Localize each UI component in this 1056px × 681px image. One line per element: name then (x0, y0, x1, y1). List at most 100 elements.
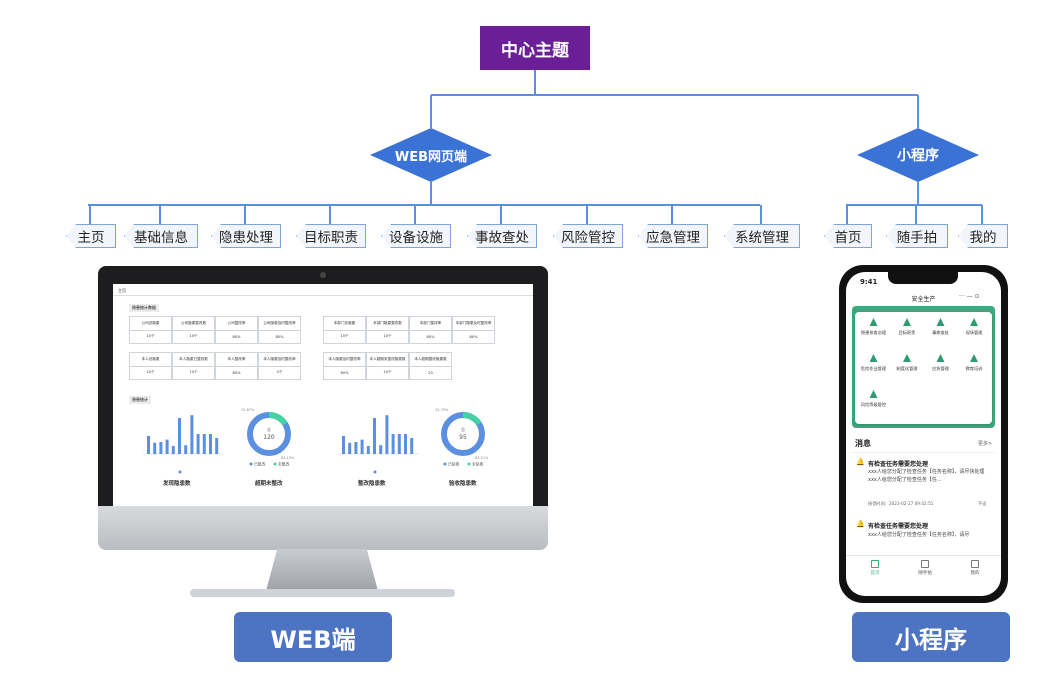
module-icon (869, 318, 878, 326)
bar-mark (366, 446, 370, 454)
bar-mark (202, 434, 206, 454)
bar-mark (209, 434, 212, 454)
web-item-2[interactable]: 隐患处理 (211, 224, 281, 248)
module-icon (970, 318, 978, 326)
module-icon (869, 354, 878, 362)
monitor-stand (266, 549, 378, 591)
grid-label: 危险作业管理 (860, 366, 887, 371)
bar-mark (379, 445, 383, 454)
grid-entry[interactable]: 制度化管理 (891, 354, 924, 386)
grid-label: 风险等级管控 (860, 402, 887, 407)
bell-icon: 🔔 (856, 520, 865, 528)
grid-label: 教育培训 (965, 366, 983, 371)
grid-entry[interactable]: 应急管理 (924, 354, 957, 386)
message-card-1[interactable]: 🔔 有检查任务需要您处理 xxx人给您分配了检查任务【任务名称】，请尽快处理xx… (852, 452, 995, 517)
section-title-2: 隐患统计 (129, 396, 151, 404)
tabbar-item-2[interactable]: 我的 (956, 560, 994, 576)
grid-entry[interactable]: 现场管理 (958, 318, 991, 350)
grid-label: 事故查处 (932, 330, 949, 335)
web-item-4[interactable]: 设备设施 (381, 224, 451, 248)
bell-icon: 🔔 (856, 458, 865, 466)
grid-entry[interactable]: 事故查处 (924, 318, 957, 350)
tab-icon (971, 560, 979, 568)
donut-pct: 84.21% (475, 456, 489, 460)
donut-pct: 15.87% (241, 408, 255, 412)
grid-entry[interactable]: 目标职责 (891, 318, 924, 350)
grid-label: 隐患排查治理 (860, 330, 887, 335)
web-branch-diamond (370, 128, 492, 182)
bar-mark (196, 434, 200, 454)
grid-entry[interactable]: 风险等级管控 (857, 390, 890, 422)
web-item-5[interactable]: 事故查处 (467, 224, 537, 248)
tabbar-item-1[interactable]: 随手拍 (906, 560, 944, 576)
tab-icon (921, 560, 929, 568)
chart-title: 整改隐患数 (358, 479, 386, 487)
web-item-6[interactable]: 风险管控 (553, 224, 623, 248)
tab-icon (871, 560, 879, 568)
bar-mark (178, 418, 181, 454)
mini-branch-diamond (857, 128, 979, 182)
legend-dot (467, 462, 471, 466)
more-link[interactable]: 更多> (978, 441, 993, 447)
mini-item-1[interactable]: 随手拍 (886, 224, 948, 248)
web-item-8[interactable]: 系统管理 (724, 224, 800, 248)
bar-mark (171, 446, 175, 454)
web-item-7[interactable]: 应急管理 (638, 224, 708, 248)
donut-center-label: 总 (267, 426, 271, 432)
bar-mark (373, 418, 376, 454)
donut-slice (268, 412, 288, 426)
donut-center-label: 总 (461, 426, 465, 432)
mini-label: 小程序 (852, 612, 1010, 662)
legend-dot (373, 470, 377, 474)
bar-mark (348, 442, 352, 454)
bar-mark (159, 442, 163, 454)
app-title: 安全生产 (911, 296, 936, 303)
tab-label: 首页 (870, 571, 880, 576)
web-item-0[interactable]: 主页 (66, 224, 116, 248)
legend-label: 已整改 (254, 462, 266, 467)
donut-pct: 15.79% (435, 408, 449, 412)
message-card-2[interactable]: 🔔 有检查任务需要您处理 xxx人给您分配了检查任务【任务名称】，请尽 (852, 516, 995, 550)
web-branch-title[interactable]: WEB网页端 (394, 149, 468, 165)
message-title: 有检查任务需要您处理 (868, 523, 929, 530)
bar-mark (360, 439, 364, 454)
bar-mark (397, 434, 401, 454)
chart-title: 超期未整改 (254, 479, 283, 487)
web-item-3[interactable]: 目标职责 (296, 224, 366, 248)
grid-label: 应急管理 (932, 366, 949, 371)
web-item-1[interactable]: 基础信息 (124, 224, 198, 248)
bar-mark (147, 436, 150, 454)
mini-item-2[interactable]: 我的 (958, 224, 1008, 248)
bar-mark (190, 415, 194, 454)
message-time: 接受时间：2023-02-27 09:42:51 (868, 501, 934, 506)
grid-entry[interactable]: 隐患排查治理 (857, 318, 890, 350)
section-title-1: 隐患统计数据 (129, 304, 159, 312)
legend-dot (249, 462, 253, 466)
tabbar-item-0[interactable]: 首页 (856, 560, 894, 576)
capsule-menu-icon[interactable]: ··· — ⊙ (959, 293, 980, 300)
grid-entry[interactable]: 危险作业管理 (857, 354, 890, 386)
legend-label: 未验收 (472, 462, 484, 467)
bar-mark (153, 442, 157, 454)
root-topic[interactable]: 中心主题 (480, 26, 590, 70)
mini-branch-title[interactable]: 小程序 (897, 148, 939, 164)
grid-label: 现场管理 (965, 330, 983, 335)
mini-item-0[interactable]: 首页 (824, 224, 872, 248)
chart-title: 验收隐患数 (449, 479, 477, 487)
grid-label: 目标职责 (898, 330, 916, 335)
bar-mark (385, 415, 389, 454)
status-time: 9:41 (860, 278, 878, 286)
camera-dot (320, 272, 326, 278)
grid-entry[interactable]: 教育培训 (958, 354, 991, 386)
donut-slice (462, 412, 482, 426)
